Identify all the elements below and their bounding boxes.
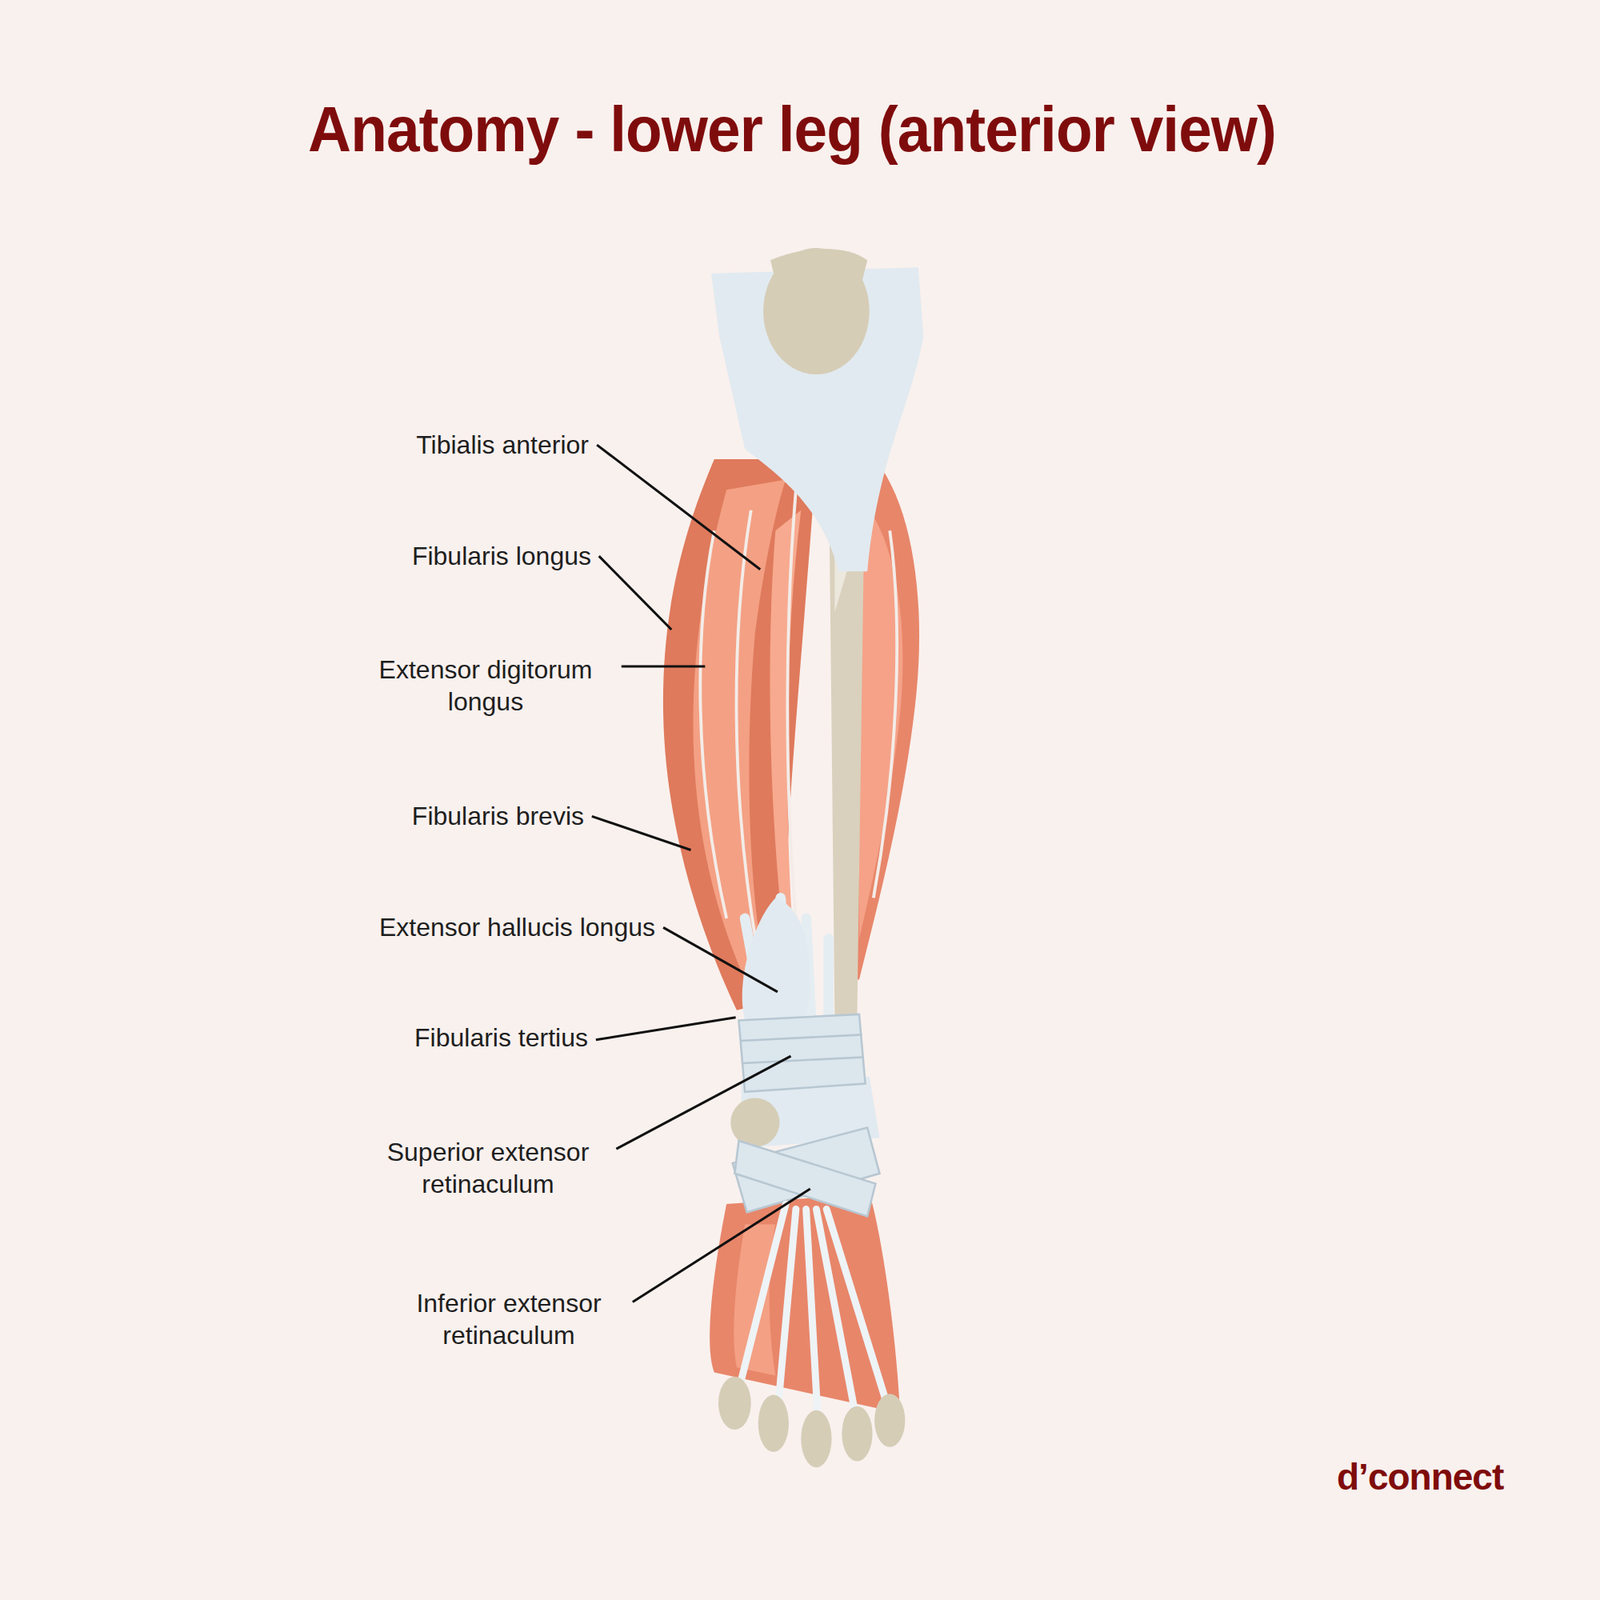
title: Anatomy - lower leg (anterior view) <box>308 92 1276 167</box>
part-label: Fibularis brevis <box>412 800 584 832</box>
femur <box>770 248 868 281</box>
patella <box>763 248 870 375</box>
tendon-sheath <box>742 897 811 1020</box>
part-label: Superior extensor retinaculum <box>368 1136 608 1200</box>
part-label: Extensor hallucis longus <box>379 911 656 944</box>
leader-lines <box>592 444 811 1302</box>
inferior-retinaculum <box>734 1140 876 1216</box>
part-label: Fibularis tertius <box>414 1021 588 1054</box>
part-label: Inferior extensor retinaculum <box>392 1287 625 1352</box>
foot-tendons <box>736 1204 890 1429</box>
lateral-muscle-light <box>769 510 801 919</box>
part-label: Tibialis anterior <box>416 428 589 461</box>
superior-retinaculum <box>738 1014 865 1092</box>
foot-light <box>733 1224 776 1376</box>
retinaculum-fibres <box>740 1034 864 1064</box>
medial-muscle-light <box>859 510 903 940</box>
watermark: d’connect <box>1336 1455 1504 1499</box>
part-label: Extensor digitorum longus <box>357 653 614 718</box>
toes <box>718 1376 905 1468</box>
part-label: Fibularis longus <box>412 540 592 572</box>
